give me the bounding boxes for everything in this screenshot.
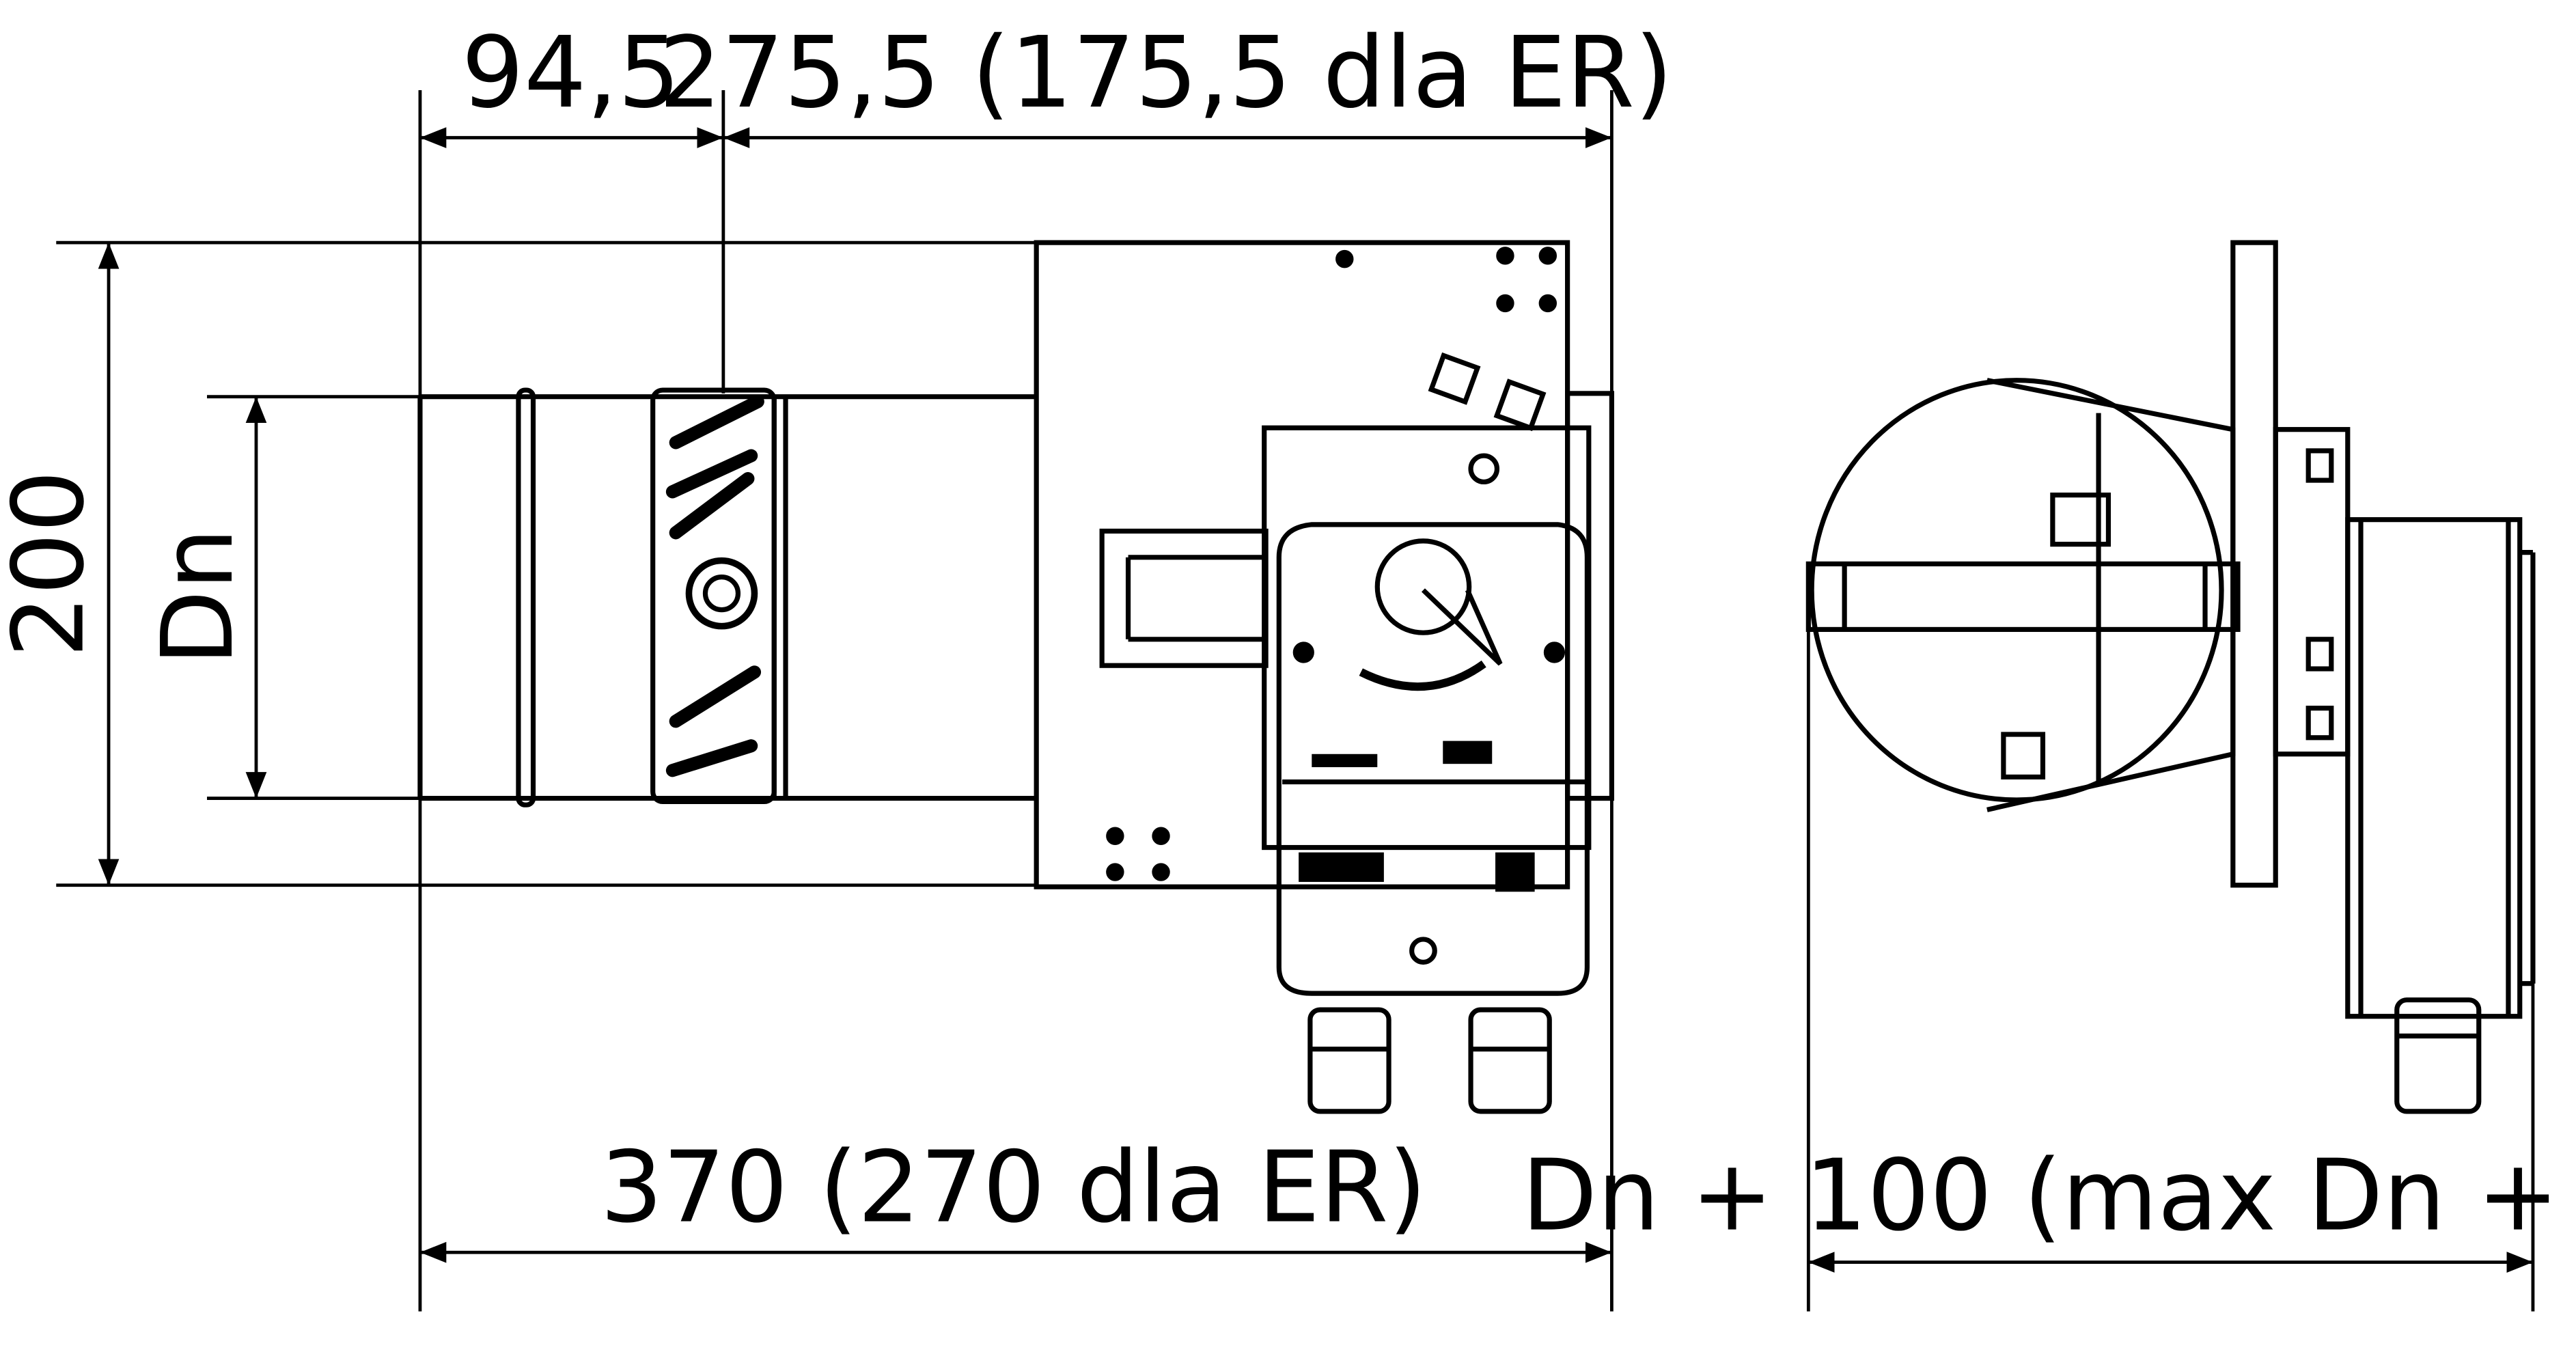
- dim-dn-label: Dn: [140, 527, 255, 665]
- dimension-lines: [56, 89, 2535, 1312]
- dim-275-5-label: 275,5 (175,5 dla ER): [659, 15, 1673, 130]
- front-view: [1805, 240, 2536, 1114]
- dim-370-label: 370 (270 dla ER): [600, 1130, 1427, 1245]
- dim-94-5-label: 94,5: [461, 15, 680, 130]
- dim-dn-plus-100-label: Dn + 100 (max Dn + 130): [1521, 1138, 2576, 1253]
- side-view: [417, 240, 1615, 1114]
- dim-200-label: 200: [0, 470, 106, 658]
